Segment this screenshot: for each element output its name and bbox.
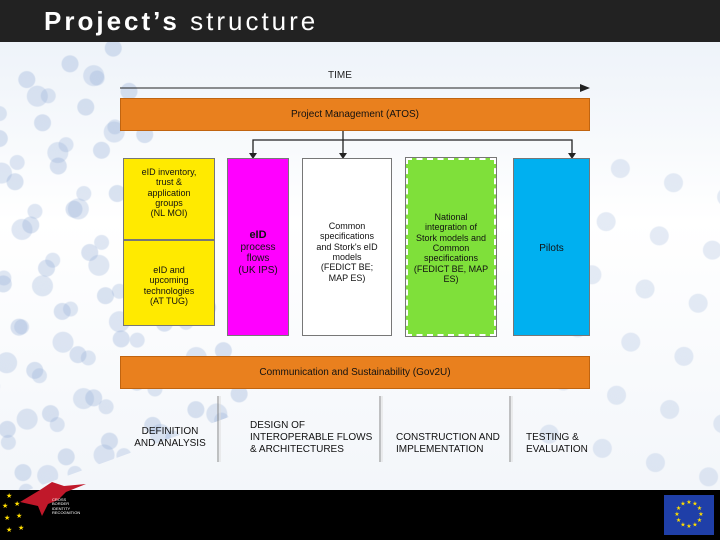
eid-upcoming-box: eID and upcoming technologies (AT TUG) bbox=[123, 240, 215, 326]
phase-testing: TESTING & EVALUATION bbox=[526, 432, 616, 456]
phase-construction-line: IMPLEMENTATION bbox=[396, 444, 484, 455]
pilots-label: Pilots bbox=[539, 243, 564, 254]
eid-inventory-line: groups bbox=[155, 198, 183, 209]
national-integration-line: National bbox=[434, 212, 468, 222]
phase-testing-line: EVALUATION bbox=[526, 444, 588, 455]
svg-text:★: ★ bbox=[686, 499, 691, 506]
svg-text:★: ★ bbox=[676, 505, 681, 512]
svg-text:★: ★ bbox=[697, 505, 702, 512]
phase-definition: DEFINITION AND ANALYSIS bbox=[128, 426, 212, 450]
phase-definition-line: DEFINITION bbox=[141, 426, 199, 437]
logo-text-line: IDENTITY bbox=[52, 505, 71, 511]
time-label: TIME bbox=[328, 70, 352, 81]
eid-process-flows-box: eID process flows (UK IPS) bbox=[227, 158, 289, 336]
svg-text:★: ★ bbox=[674, 511, 679, 518]
eid-inventory-line: eID inventory, bbox=[141, 167, 197, 177]
common-spec-line: and Stork's eID bbox=[316, 241, 378, 252]
logo-text-line: CROSS bbox=[52, 497, 67, 502]
svg-text:★: ★ bbox=[18, 524, 24, 532]
eid-process-line: process bbox=[240, 241, 276, 253]
svg-text:★: ★ bbox=[680, 521, 685, 528]
svg-text:★: ★ bbox=[692, 521, 697, 528]
common-spec-line: specifications bbox=[319, 231, 375, 242]
eid-process-line: (UK IPS) bbox=[238, 264, 278, 276]
svg-text:★: ★ bbox=[4, 514, 10, 522]
national-integration-line: ES) bbox=[443, 274, 459, 285]
phase-design-line: & ARCHITECTURES bbox=[250, 444, 344, 455]
slide-header: Project’s structure bbox=[0, 0, 720, 42]
eid-inventory-box: eID inventory, trust & application group… bbox=[123, 158, 215, 240]
national-integration-box: National integration of Stork models and… bbox=[405, 157, 497, 337]
national-integration-line: integration of bbox=[424, 222, 478, 233]
national-integration-line: specifications bbox=[423, 253, 479, 264]
eid-inventory-line: application bbox=[147, 187, 191, 198]
eid-process-line: flows bbox=[246, 253, 270, 265]
phase-testing-line: TESTING & bbox=[526, 432, 579, 443]
slide-footer bbox=[0, 490, 720, 540]
svg-text:★: ★ bbox=[698, 511, 703, 518]
project-management-bar: Project Management (ATOS) bbox=[120, 98, 590, 131]
svg-text:★: ★ bbox=[697, 517, 702, 524]
national-integration-line: (FEDICT BE, MAP bbox=[413, 263, 489, 274]
phase-design-line: DESIGN OF bbox=[250, 420, 306, 431]
logo-text-line: RECOGNITION bbox=[52, 510, 81, 516]
slide-title-part2: structure bbox=[190, 6, 319, 36]
svg-text:★: ★ bbox=[6, 492, 12, 500]
phase-design: DESIGN OF INTEROPERABLE FLOWS & ARCHITEC… bbox=[250, 420, 380, 456]
svg-text:★: ★ bbox=[692, 501, 697, 508]
svg-text:★: ★ bbox=[2, 502, 8, 510]
eid-process-line: eID bbox=[249, 229, 267, 241]
svg-text:★: ★ bbox=[680, 501, 685, 508]
phase-design-line: INTEROPERABLE FLOWS bbox=[250, 432, 373, 443]
common-spec-line: MAP ES) bbox=[328, 272, 366, 283]
eu-stars-icon: ★ ★ ★ ★ ★ ★ ★ ★ ★ ★ ★ ★ bbox=[674, 499, 703, 530]
svg-text:★: ★ bbox=[14, 500, 20, 508]
eid-upcoming-line: technologies bbox=[143, 285, 195, 296]
phase-construction-line: CONSTRUCTION AND bbox=[396, 432, 500, 443]
pilots-box: Pilots bbox=[513, 158, 590, 336]
stork-bird-icon: ★ ★ ★ ★ ★ ★ ★ bbox=[2, 482, 86, 534]
common-specifications-box: Common specifications and Stork's eID mo… bbox=[302, 158, 392, 336]
project-management-label: Project Management (ATOS) bbox=[290, 109, 419, 120]
eid-upcoming-line: upcoming bbox=[149, 275, 189, 286]
common-spec-line: models bbox=[332, 252, 362, 263]
eid-inventory-line: (NL MOI) bbox=[150, 208, 188, 219]
stork-logo-text: CROSS BORDER IDENTITY RECOGNITION bbox=[52, 497, 92, 516]
eu-flag-icon: ★ ★ ★ ★ ★ ★ ★ ★ ★ ★ ★ ★ bbox=[664, 495, 714, 535]
common-spec-line: (FEDICT BE; bbox=[320, 262, 374, 273]
slide-title-part1: Project’s bbox=[44, 6, 180, 36]
time-arrow bbox=[120, 84, 590, 92]
svg-text:★: ★ bbox=[676, 517, 681, 524]
national-integration-line: Common bbox=[432, 243, 470, 254]
slide-title: Project’s structure bbox=[44, 6, 318, 37]
svg-text:★: ★ bbox=[6, 526, 12, 534]
eid-upcoming-line: eID and bbox=[153, 265, 185, 275]
common-spec-line: Common bbox=[328, 221, 366, 231]
communication-bar: Communication and Sustainability (Gov2U) bbox=[120, 356, 590, 389]
eid-upcoming-line: (AT TUG) bbox=[150, 296, 188, 307]
phase-definition-line: AND ANALYSIS bbox=[134, 438, 206, 449]
phase-construction: CONSTRUCTION AND IMPLEMENTATION bbox=[396, 432, 508, 456]
eid-inventory-line: trust & bbox=[155, 177, 182, 188]
svg-text:★: ★ bbox=[16, 512, 22, 520]
stork-logo: ★ ★ ★ ★ ★ ★ ★ CROSS BORDER IDENTITY RECO… bbox=[0, 476, 100, 540]
national-integration-line: Stork models and bbox=[415, 232, 487, 243]
communication-label: Communication and Sustainability (Gov2U) bbox=[259, 367, 451, 378]
logo-text-line: BORDER bbox=[52, 501, 70, 507]
svg-text:★: ★ bbox=[686, 523, 691, 530]
